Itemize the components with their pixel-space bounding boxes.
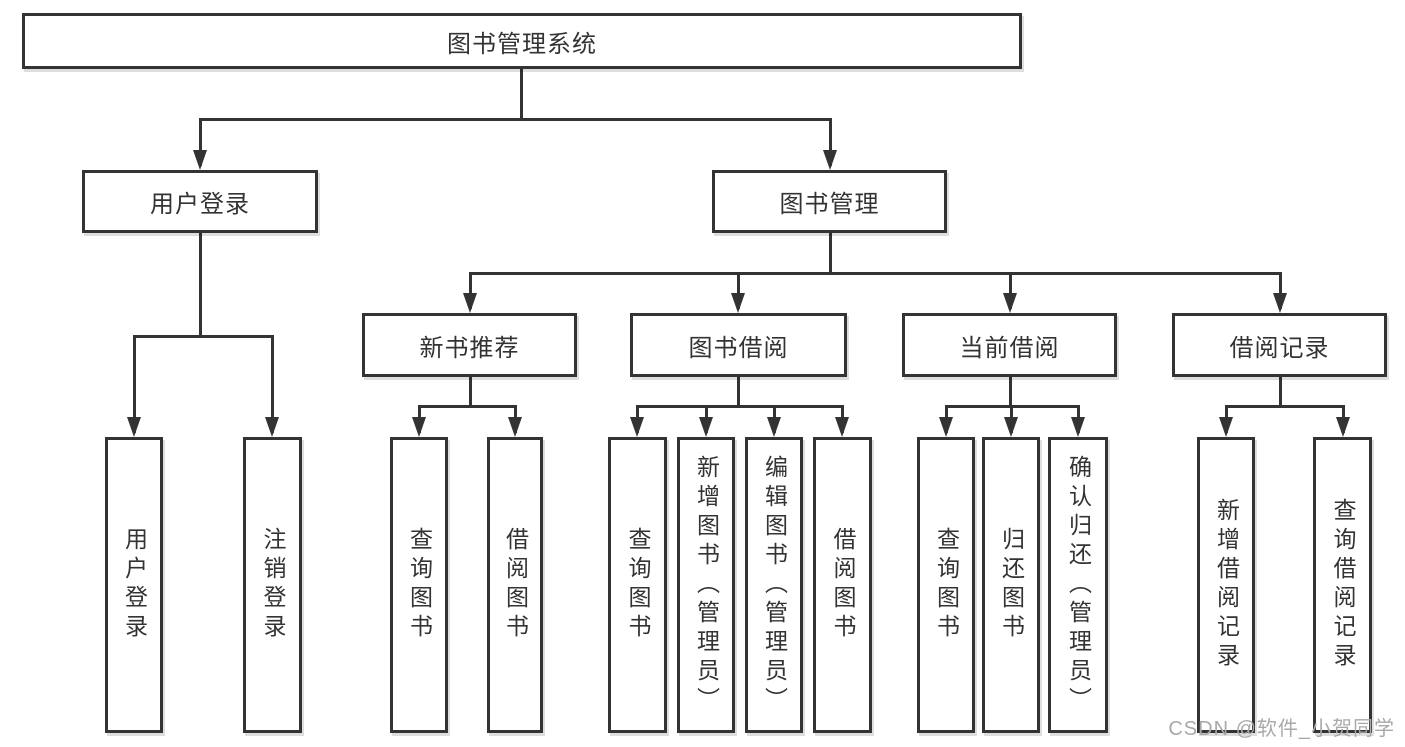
- connector-line: [1278, 377, 1282, 408]
- node-label: 查询图书: [625, 527, 651, 643]
- arrowhead-down-icon: [1336, 417, 1350, 437]
- connector-line: [1278, 272, 1282, 309]
- node-user-login: 用户登录: [82, 170, 318, 233]
- arrowhead-down-icon: [193, 150, 207, 170]
- arrowhead-down-icon: [630, 417, 644, 437]
- connector-line: [1008, 272, 1012, 309]
- connector-line: [468, 377, 472, 408]
- connector-line: [1008, 377, 1012, 408]
- node-label: 借阅图书: [830, 527, 856, 643]
- arrowhead-down-icon: [463, 293, 477, 313]
- connector-line: [1224, 405, 1345, 408]
- node-label: 用户登录: [150, 191, 250, 218]
- node-label: 图书管理: [779, 191, 880, 218]
- arrowhead-down-icon: [1219, 417, 1233, 437]
- connector-line: [468, 272, 472, 309]
- connector-line: [736, 377, 740, 408]
- connector-line: [198, 118, 202, 166]
- node-label: 借阅图书: [502, 527, 529, 643]
- node-label: 用户登录: [121, 527, 148, 643]
- node-edit-books-admin: 编辑图书（管理员）: [745, 437, 803, 733]
- connector-line: [468, 272, 1282, 275]
- node-label: 编辑图书（管理员）: [761, 454, 788, 716]
- node-confirm-return-admin: 确认归还（管理员）: [1048, 437, 1108, 733]
- arrowhead-down-icon: [823, 150, 837, 170]
- node-add-borrowing-record: 新增借阅记录: [1197, 437, 1255, 733]
- arrowhead-down-icon: [1071, 417, 1085, 437]
- node-return-books: 归还图书: [982, 437, 1040, 733]
- node-book-borrowing: 图书借阅: [630, 313, 847, 377]
- node-query-borrowing-record: 查询借阅记录: [1313, 437, 1372, 733]
- node-root: 图书管理系统: [22, 13, 1022, 69]
- node-query-books-recommend: 查询图书: [390, 437, 448, 733]
- connector-line: [828, 233, 832, 275]
- node-user-login-action: 用户登录: [105, 437, 163, 733]
- connector-line: [132, 335, 136, 433]
- node-label: 新增图书（管理员）: [693, 454, 720, 716]
- node-borrowing-records: 借阅记录: [1172, 313, 1387, 377]
- arrowhead-down-icon: [1004, 417, 1018, 437]
- node-new-book-recommendation: 新书推荐: [362, 313, 577, 377]
- arrowhead-down-icon: [1273, 293, 1287, 313]
- node-logout-action: 注销登录: [243, 437, 302, 733]
- node-label: 新增借阅记录: [1213, 498, 1240, 672]
- node-label: 归还图书: [998, 527, 1025, 643]
- node-book-management: 图书管理: [712, 170, 947, 233]
- arrowhead-down-icon: [699, 417, 713, 437]
- arrowhead-down-icon: [767, 417, 781, 437]
- node-label: 注销登录: [260, 527, 286, 643]
- node-borrow-books-borrowing: 借阅图书: [813, 437, 872, 733]
- arrowhead-down-icon: [1003, 293, 1017, 313]
- arrowhead-down-icon: [412, 417, 426, 437]
- node-label: 查询图书: [406, 527, 433, 643]
- connector-line: [635, 405, 844, 408]
- node-query-books-borrowing: 查询图书: [608, 437, 667, 733]
- node-label: 新书推荐: [419, 334, 520, 362]
- connector-line: [519, 69, 523, 121]
- connector-line: [417, 405, 517, 408]
- node-query-books-current: 查询图书: [917, 437, 975, 733]
- arrowhead-down-icon: [731, 293, 745, 313]
- arrowhead-down-icon: [127, 417, 141, 437]
- arrowhead-down-icon: [265, 417, 279, 437]
- node-label: 图书借阅: [688, 334, 789, 362]
- node-add-books-admin: 新增图书（管理员）: [677, 437, 735, 733]
- node-label: 当前借阅: [959, 334, 1060, 362]
- arrowhead-down-icon: [939, 417, 953, 437]
- connector-line: [270, 335, 274, 433]
- arrowhead-down-icon: [508, 417, 522, 437]
- node-label: 查询借阅记录: [1330, 498, 1356, 672]
- connector-line: [198, 118, 832, 121]
- node-label: 确认归还（管理员）: [1065, 454, 1092, 716]
- node-borrow-books-recommend: 借阅图书: [487, 437, 543, 733]
- connector-line: [828, 118, 832, 166]
- node-label: 图书管理系统: [447, 30, 597, 58]
- connector-line: [132, 335, 274, 338]
- csdn-watermark: CSDN @软件_小贺同学: [1168, 718, 1395, 740]
- arrowhead-down-icon: [835, 417, 849, 437]
- connector-line: [736, 272, 740, 309]
- connector-line: [198, 233, 202, 338]
- node-current-borrowing: 当前借阅: [902, 313, 1117, 377]
- node-label: 查询图书: [933, 527, 960, 643]
- node-label: 借阅记录: [1229, 334, 1330, 362]
